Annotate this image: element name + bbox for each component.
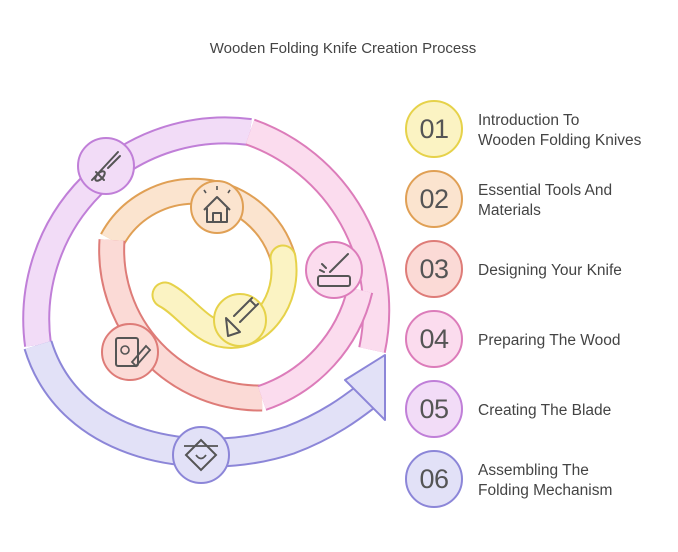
diagram-title: Wooden Folding Knife Creation Process bbox=[209, 40, 477, 57]
step-number-badge: 06 bbox=[405, 450, 463, 508]
step-label: Introduction To Wooden Folding Knives bbox=[478, 112, 642, 149]
step-label: Assembling The Folding Mechanism bbox=[478, 462, 613, 499]
step-number-badge: 03 bbox=[405, 240, 463, 298]
step-number-badge: 05 bbox=[405, 380, 463, 438]
carving-icon bbox=[305, 241, 363, 299]
assembly-icon bbox=[172, 426, 230, 484]
step-05: 05 Creating The Blade bbox=[405, 380, 675, 442]
step-number-badge: 02 bbox=[405, 170, 463, 228]
step-label: Preparing The Wood bbox=[478, 332, 621, 349]
step-label: Designing Your Knife bbox=[478, 262, 622, 279]
sketch-icon bbox=[101, 323, 159, 381]
step-number-badge: 04 bbox=[405, 310, 463, 368]
step-label: Essential Tools And Materials bbox=[478, 182, 613, 219]
step-06: 06 Assembling The Folding Mechanism bbox=[405, 450, 675, 512]
step-01: 01 Introduction To Wooden Folding Knives bbox=[405, 100, 675, 162]
step-04: 04 Preparing The Wood bbox=[405, 310, 675, 372]
blade-icon bbox=[213, 293, 267, 347]
knife-icon bbox=[77, 137, 135, 195]
house-icon bbox=[190, 180, 244, 234]
step-02: 02 Essential Tools And Materials bbox=[405, 170, 675, 232]
step-label: Creating The Blade bbox=[478, 402, 612, 419]
step-03: 03 Designing Your Knife bbox=[405, 240, 675, 302]
arrow-head bbox=[344, 354, 386, 421]
step-number-badge: 01 bbox=[405, 100, 463, 158]
